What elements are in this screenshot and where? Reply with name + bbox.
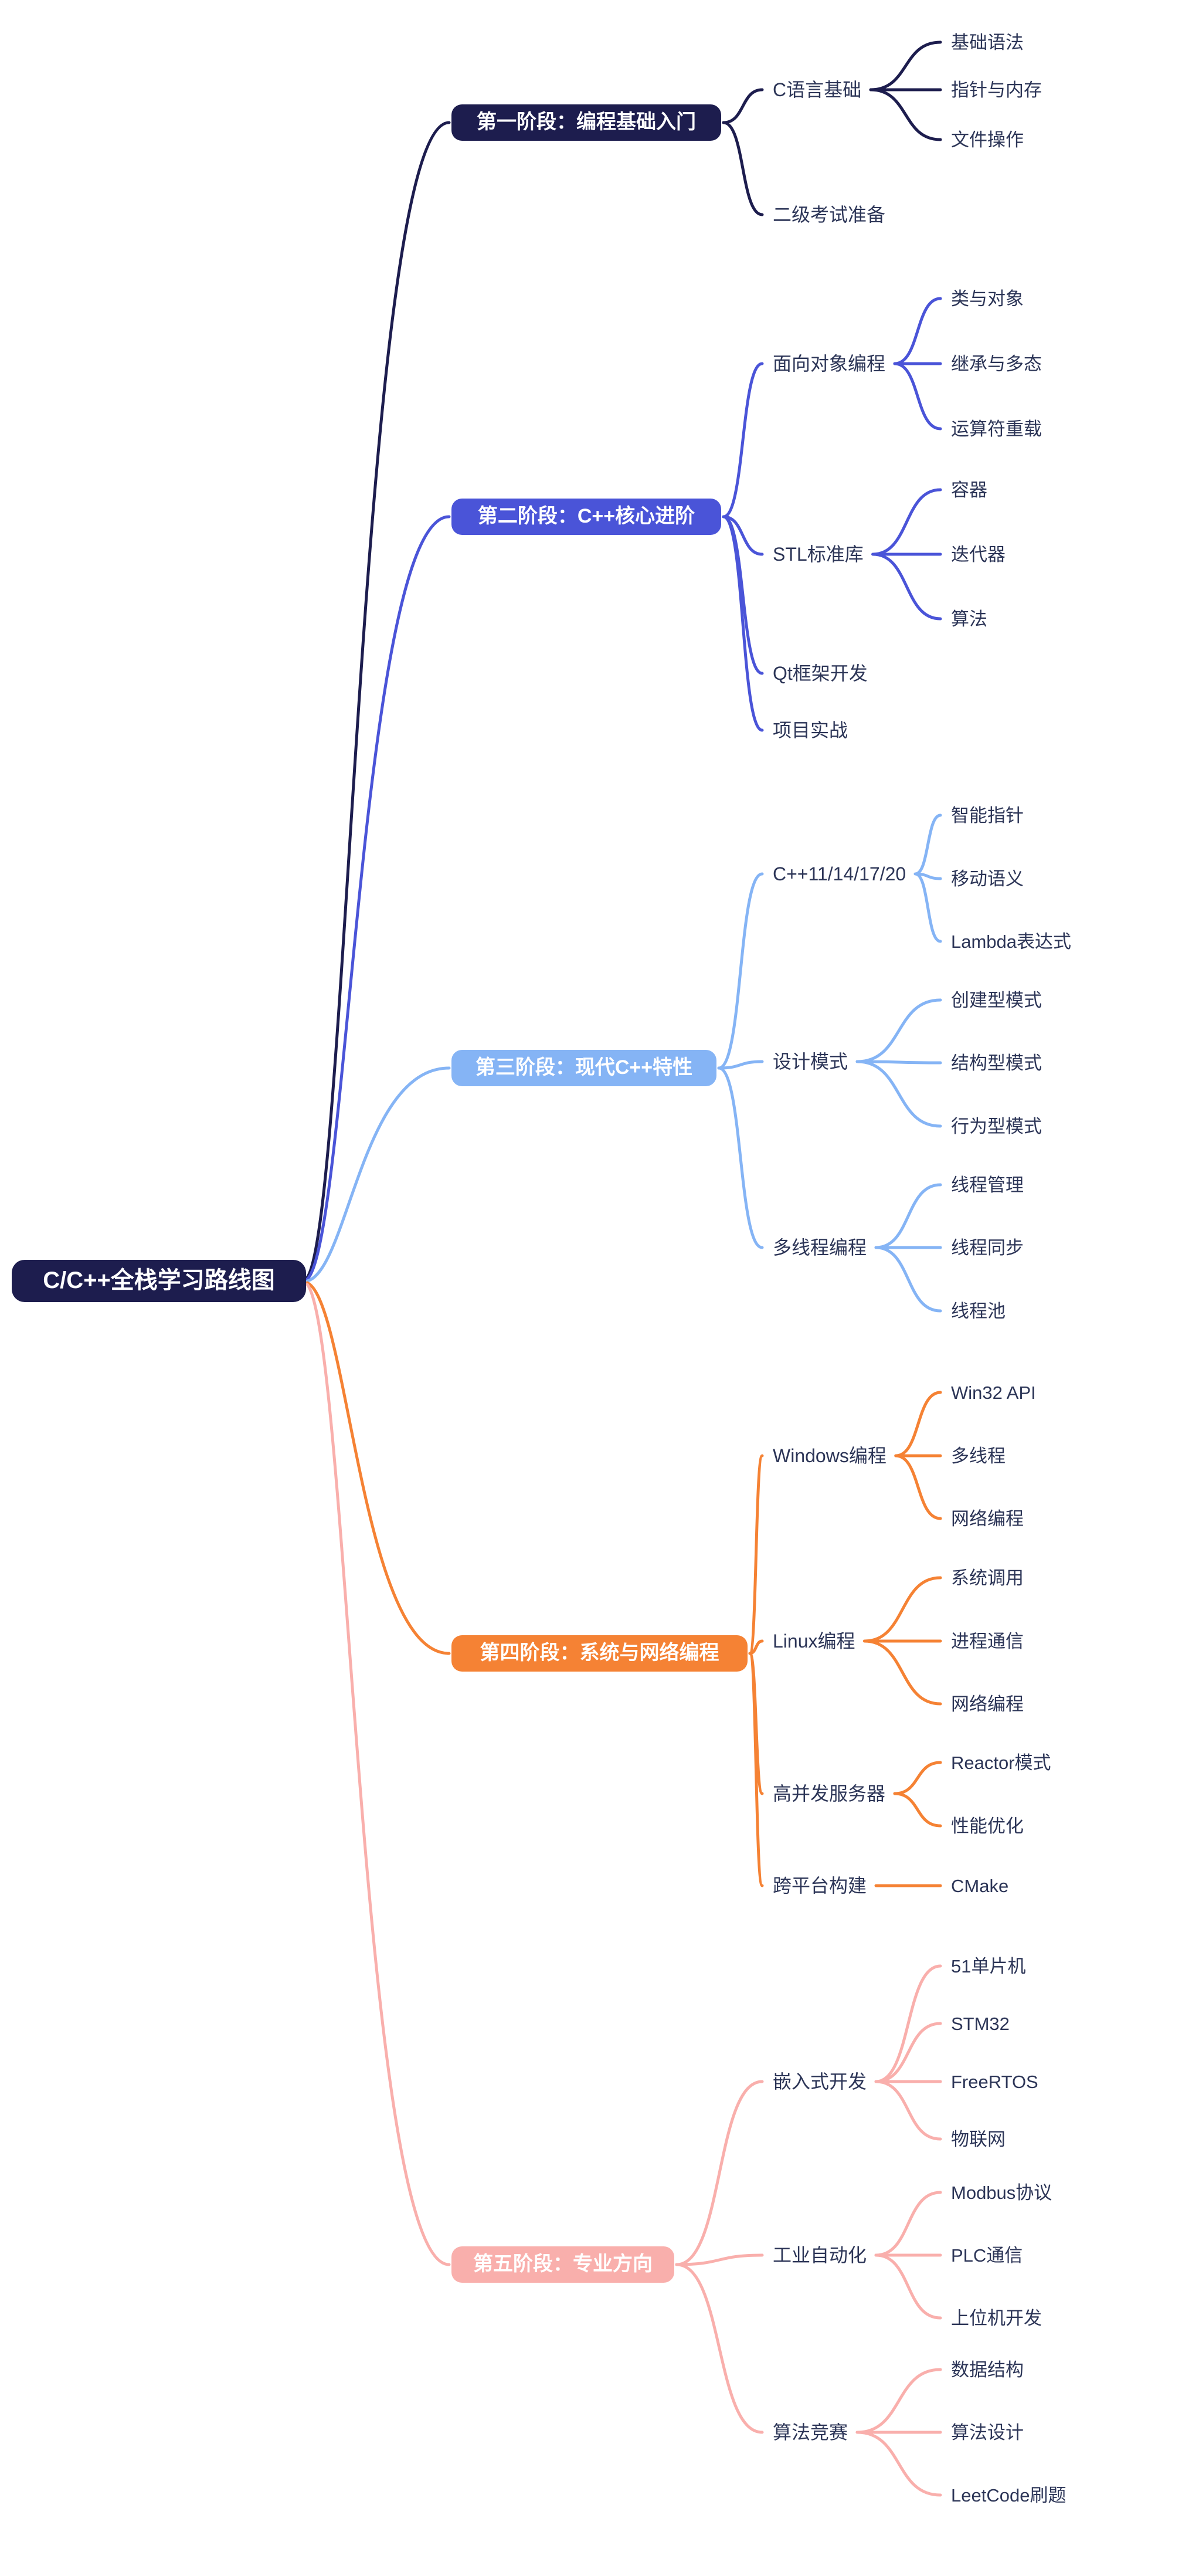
mindmap-node-l2-2-3[interactable]: Qt框架开发	[773, 663, 868, 684]
mindmap-node-l3-5-2-2[interactable]: PLC通信	[951, 2245, 1023, 2266]
mindmap-node-l3-2-1-2[interactable]: 继承与多态	[951, 353, 1042, 374]
mindmap-stage-node-2[interactable]: 第二阶段：C++核心进阶	[451, 499, 721, 535]
mindmap-node-l2-1-1[interactable]: C语言基础	[773, 79, 862, 100]
mindmap-node-l2-3-2[interactable]: 设计模式	[773, 1051, 848, 1072]
mindmap-node-l3-2-1-3[interactable]: 运算符重载	[951, 418, 1042, 439]
mindmap-node-l3-2-2-1[interactable]: 容器	[951, 479, 987, 500]
mindmap-node-l3-4-1-2[interactable]: 多线程	[951, 1445, 1006, 1466]
mindmap-node-l3-4-2-3[interactable]: 网络编程	[951, 1693, 1024, 1714]
mindmap-node-l3-5-3-3[interactable]: LeetCode刷题	[951, 2485, 1066, 2506]
mindmap-node-l3-4-1-3[interactable]: 网络编程	[951, 1508, 1024, 1529]
mindmap-node-l3-3-3-1[interactable]: 线程管理	[951, 1174, 1024, 1195]
mindmap-node-l2-4-4[interactable]: 跨平台构建	[773, 1875, 867, 1896]
mindmap-node-l2-5-3[interactable]: 算法竞赛	[773, 2422, 848, 2443]
mindmap-node-l3-3-1-3[interactable]: Lambda表达式	[951, 931, 1072, 952]
mindmap-node-l3-4-3-2[interactable]: 性能优化	[951, 1815, 1024, 1836]
mindmap-node-l3-2-2-3[interactable]: 算法	[951, 608, 987, 629]
mindmap-node-l2-2-2[interactable]: STL标准库	[773, 544, 864, 565]
mindmap-node-l3-3-2-1[interactable]: 创建型模式	[951, 989, 1042, 1011]
mindmap-node-l2-5-1[interactable]: 嵌入式开发	[773, 2071, 867, 2092]
mindmap-node-l3-3-1-1[interactable]: 智能指针	[951, 805, 1024, 826]
mindmap-node-l2-2-1[interactable]: 面向对象编程	[773, 353, 886, 374]
mindmap-node-l3-2-2-2[interactable]: 迭代器	[951, 544, 1006, 565]
mindmap-node-l3-5-2-1[interactable]: Modbus协议	[951, 2182, 1052, 2203]
mindmap-node-l3-1-1-2[interactable]: 指针与内存	[951, 79, 1042, 100]
mindmap-node-l2-4-2[interactable]: Linux编程	[773, 1631, 855, 1652]
mindmap-node-l2-1-2[interactable]: 二级考试准备	[773, 204, 886, 225]
mindmap-node-l2-3-3[interactable]: 多线程编程	[773, 1237, 867, 1258]
mindmap-node-l2-2-4[interactable]: 项目实战	[773, 720, 848, 741]
mindmap-node-l3-4-3-1[interactable]: Reactor模式	[951, 1752, 1051, 1773]
mindmap-node-l3-3-3-2[interactable]: 线程同步	[951, 1237, 1024, 1258]
mindmap-node-l2-4-3[interactable]: 高并发服务器	[773, 1783, 886, 1804]
mindmap-node-l3-5-1-2[interactable]: STM32	[951, 2013, 1010, 2034]
mindmap-node-l3-4-1-1[interactable]: Win32 API	[951, 1382, 1036, 1403]
mindmap-node-l3-4-2-1[interactable]: 系统调用	[951, 1567, 1024, 1588]
mindmap-root-node: C/C++全栈学习路线图	[12, 1260, 306, 1302]
mindmap-node-l3-5-3-1[interactable]: 数据结构	[951, 2359, 1024, 2380]
mindmap-node-l3-3-2-3[interactable]: 行为型模式	[951, 1116, 1042, 1137]
mindmap-node-l3-4-4-1[interactable]: CMake	[951, 1875, 1009, 1896]
mindmap-node-l3-4-2-2[interactable]: 进程通信	[951, 1631, 1024, 1652]
mindmap-node-l2-3-1[interactable]: C++11/14/17/20	[773, 863, 906, 884]
mindmap-node-l3-5-1-4[interactable]: 物联网	[951, 2128, 1006, 2150]
mindmap-node-l2-4-1[interactable]: Windows编程	[773, 1445, 886, 1466]
mindmap-node-l3-1-1-3[interactable]: 文件操作	[951, 129, 1024, 150]
mindmap-node-l3-1-1-1[interactable]: 基础语法	[951, 32, 1024, 53]
mindmap-node-l3-5-1-1[interactable]: 51单片机	[951, 1955, 1026, 1977]
mindmap-node-l3-3-3-3[interactable]: 线程池	[951, 1300, 1006, 1321]
mindmap-node-l3-5-3-2[interactable]: 算法设计	[951, 2422, 1024, 2443]
mindmap-node-l3-3-2-2[interactable]: 结构型模式	[951, 1052, 1042, 1073]
mindmap-node-l3-2-1-1[interactable]: 类与对象	[951, 288, 1024, 309]
mindmap-stage-node-5[interactable]: 第五阶段：专业方向	[451, 2246, 674, 2283]
mindmap-node-l2-5-2[interactable]: 工业自动化	[773, 2245, 867, 2266]
mindmap-node-l3-5-1-3[interactable]: FreeRTOS	[951, 2071, 1038, 2092]
mindmap-stage-node-4[interactable]: 第四阶段：系统与网络编程	[451, 1635, 748, 1672]
mindmap-stage-node-3[interactable]: 第三阶段：现代C++特性	[451, 1050, 716, 1086]
mindmap-node-l3-3-1-2[interactable]: 移动语义	[951, 868, 1024, 889]
mindmap-node-l3-5-2-3[interactable]: 上位机开发	[951, 2307, 1042, 2328]
mindmap-stage-node-1[interactable]: 第一阶段：编程基础入门	[451, 104, 721, 141]
